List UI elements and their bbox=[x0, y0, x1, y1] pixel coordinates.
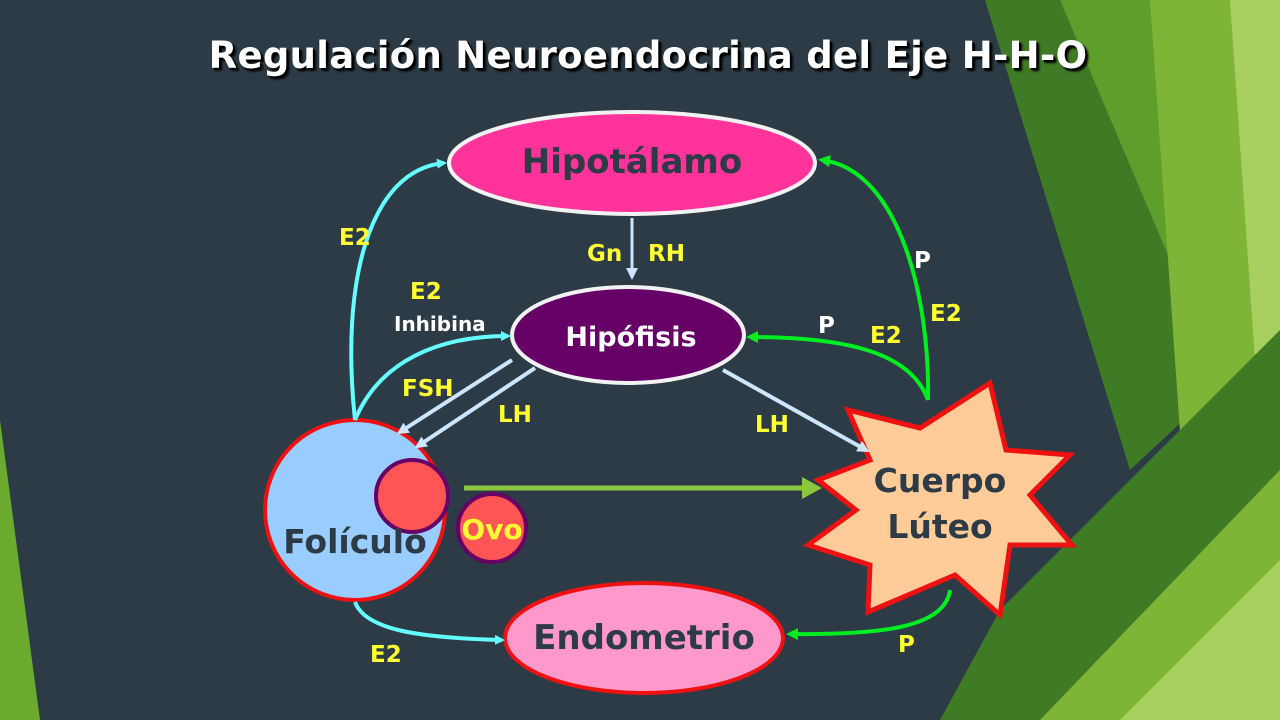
lh-right-label: LH bbox=[755, 412, 789, 438]
fsh-arrow bbox=[396, 358, 514, 435]
endometrio-label: Endometrio bbox=[533, 618, 755, 658]
p-mid-label: P bbox=[818, 313, 835, 339]
p-e2-to-hipotalamo-arrow bbox=[818, 155, 931, 401]
cuerpo-luteo-label-line2: Lúteo bbox=[887, 507, 993, 546]
lh-left-label: LH bbox=[498, 402, 532, 428]
hipofisis-label: Hipófisis bbox=[565, 322, 697, 353]
p-bottom-label: P bbox=[898, 632, 915, 658]
e2-inhibina-label: E2 bbox=[410, 279, 442, 305]
page-title: Regulación Neuroendocrina del Eje H-H-O bbox=[208, 34, 1088, 77]
hipotalamo-node bbox=[447, 110, 817, 216]
p-e2-to-hipofisis-arrow bbox=[746, 331, 930, 401]
hipofisis-node bbox=[510, 285, 746, 385]
foliculo-label: Folículo bbox=[283, 522, 427, 561]
fsh-label: FSH bbox=[402, 376, 454, 402]
e2-right-top-label: E2 bbox=[930, 301, 962, 327]
gn-label: Gn bbox=[587, 241, 623, 267]
e2-left-top-label: E2 bbox=[339, 225, 371, 251]
cuerpo-luteo-label-line1: Cuerpo bbox=[873, 461, 1007, 500]
e2-mid-label: E2 bbox=[870, 323, 902, 349]
ovo-label: Ovo bbox=[461, 513, 523, 546]
e2-bottom-label: E2 bbox=[370, 642, 402, 668]
p-to-endometrio-arrow bbox=[786, 589, 952, 641]
e2-inhibina-to-hipofisis-arrow bbox=[353, 331, 511, 421]
endometrio-node bbox=[503, 581, 785, 695]
hipotalamo-label: Hipotálamo bbox=[521, 142, 743, 182]
oocyte-inner bbox=[374, 458, 450, 534]
lh-left-arrow bbox=[414, 366, 537, 449]
inhibina-label: Inhibina bbox=[394, 312, 486, 336]
ovo-node bbox=[456, 492, 528, 564]
lh-right-arrow bbox=[722, 368, 870, 452]
e2-to-endometrio-arrow bbox=[353, 601, 505, 645]
rh-label: RH bbox=[648, 241, 685, 267]
e2-to-hipotalamo-arrow bbox=[349, 158, 447, 421]
p-right-top-label: P bbox=[914, 248, 931, 274]
